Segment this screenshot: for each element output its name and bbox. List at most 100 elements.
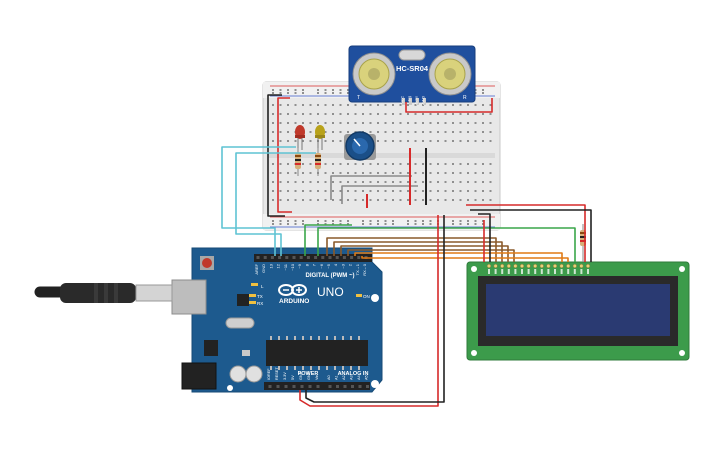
lcd-pin bbox=[552, 263, 558, 269]
led-label-rx: RX bbox=[257, 301, 263, 306]
wire-sensor-red bbox=[405, 98, 493, 113]
bottom-pin-label: GND bbox=[307, 371, 311, 380]
wire-led-yellow-cyan bbox=[235, 152, 316, 256]
power-jack bbox=[181, 362, 217, 390]
header-socket bbox=[342, 256, 346, 259]
lcd-pin bbox=[539, 263, 544, 269]
top-header bbox=[254, 254, 372, 262]
header-socket bbox=[366, 385, 369, 388]
wire-gray-b bbox=[341, 185, 418, 204]
lcd-pin bbox=[533, 263, 538, 269]
top-pin-label: RX←0 bbox=[362, 263, 367, 276]
lcd-pin-label-mark bbox=[534, 269, 537, 274]
lcd-pin-label-mark bbox=[501, 269, 504, 274]
atmega-chip bbox=[266, 340, 368, 366]
led-label-tx: TX bbox=[257, 294, 263, 299]
potentiometer bbox=[344, 131, 376, 161]
lcd-pin-label-mark bbox=[521, 269, 523, 274]
top-pin-label: 8 bbox=[304, 263, 309, 266]
wire-gray-a bbox=[330, 175, 412, 200]
wire-orange-2 bbox=[361, 256, 569, 262]
header-socket bbox=[285, 256, 289, 259]
top-pin-label: ~5 bbox=[326, 263, 331, 268]
lcd-pin-label-mark bbox=[507, 269, 510, 274]
sensor-pin-label: Echo bbox=[415, 96, 419, 104]
top-pin-label: 13 bbox=[268, 263, 273, 268]
usb-port bbox=[171, 279, 207, 315]
arduino-uno: DIGITAL (PWM ~) ARDUINO UNO POWER ANALOG… bbox=[171, 247, 383, 393]
lcd-pin bbox=[506, 263, 511, 269]
wire-black-ground bbox=[305, 215, 445, 403]
sensor-pin-label: Trig bbox=[408, 96, 412, 102]
header-socket bbox=[263, 256, 267, 259]
lcd-display bbox=[466, 261, 690, 361]
sensor-model-label: HC-SR04 bbox=[396, 64, 429, 73]
lcd-pin bbox=[566, 263, 571, 269]
sensor-pin-label: GND bbox=[422, 96, 426, 104]
lcd-pins bbox=[486, 263, 591, 274]
wire-breadboard-power-rail-red bbox=[277, 97, 292, 213]
header-socket bbox=[335, 256, 339, 259]
lcd-pin-label-mark bbox=[488, 269, 490, 274]
lcd-pin bbox=[579, 263, 584, 269]
arduino-power-header: POWER bbox=[298, 371, 319, 377]
top-pin-label: ~10 bbox=[290, 263, 295, 271]
lcd-pin bbox=[486, 263, 492, 269]
sensor-pin bbox=[402, 98, 405, 105]
top-pin-label: 7 bbox=[312, 263, 317, 266]
bottom-pin-label: A5 bbox=[365, 375, 369, 380]
bottom-pin-label: RESET bbox=[275, 367, 279, 380]
header-socket bbox=[292, 256, 296, 259]
bottom-pin-label: A2 bbox=[342, 375, 346, 380]
lcd-pin-label-mark bbox=[554, 269, 556, 274]
wire-led-red-cyan bbox=[221, 146, 296, 256]
header-socket bbox=[336, 385, 339, 388]
arduino-analog-header: ANALOG IN bbox=[338, 371, 369, 377]
reset-button[interactable] bbox=[202, 258, 212, 268]
bottom-pin-label: A0 bbox=[327, 375, 331, 380]
header-socket bbox=[358, 385, 362, 388]
top-pin-label: ~3 bbox=[340, 263, 345, 268]
bottom-pin-label: IOREF bbox=[267, 368, 271, 380]
lcd-pin-label-mark bbox=[560, 269, 563, 274]
header-socket bbox=[328, 385, 332, 388]
wires bbox=[221, 94, 592, 407]
header-socket bbox=[278, 256, 282, 259]
wire-green-lcd bbox=[317, 227, 576, 262]
wire-black-lcd bbox=[470, 209, 592, 262]
header-socket bbox=[270, 256, 274, 259]
lcd-pin-label-mark bbox=[547, 269, 550, 274]
header-socket bbox=[276, 385, 280, 388]
top-pin-label: ~6 bbox=[319, 263, 324, 268]
sensor-pin-label: VCC bbox=[401, 96, 405, 104]
wire-black-lcd-vss bbox=[478, 213, 491, 262]
lcd-pin-label-mark bbox=[580, 269, 583, 274]
wire-brown-4 bbox=[347, 249, 515, 262]
arduino-brand: ARDUINO bbox=[279, 298, 309, 305]
bottom-pin-label: GND bbox=[299, 371, 303, 380]
header-socket bbox=[284, 385, 288, 388]
bottom-pin-label: A4 bbox=[357, 375, 361, 380]
top-pin-label: 2 bbox=[348, 263, 353, 266]
lcd-pin bbox=[493, 263, 498, 269]
top-pin-label: ~11 bbox=[283, 263, 288, 270]
bottom-pin-label: A3 bbox=[350, 375, 354, 380]
header-socket bbox=[308, 385, 312, 388]
sensor-pin bbox=[423, 98, 426, 105]
lcd-pin-label-mark bbox=[587, 269, 589, 274]
header-socket bbox=[299, 256, 303, 259]
lcd-pin bbox=[559, 263, 564, 269]
header-socket bbox=[350, 256, 354, 259]
header-socket bbox=[316, 385, 320, 388]
lcd-pin-label-mark bbox=[573, 269, 576, 274]
bottom-pin-label: A1 bbox=[335, 375, 339, 380]
sensor-corner-right: R bbox=[463, 95, 467, 101]
header-socket bbox=[268, 385, 272, 388]
wire-brown-2 bbox=[333, 241, 503, 262]
sensor-pin bbox=[416, 98, 419, 105]
header-socket bbox=[357, 256, 361, 259]
